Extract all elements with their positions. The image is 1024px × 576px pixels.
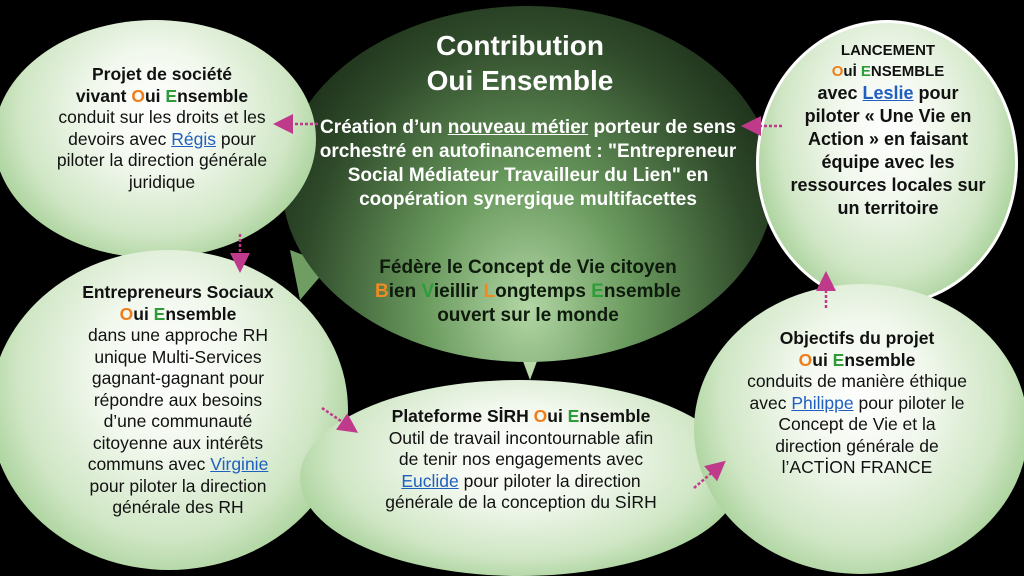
link-regis[interactable]: Régis [171,128,216,149]
bottom-left-bubble [0,250,348,570]
bottom-right-body-pre: conduits de manière éthique avec [747,371,967,413]
top-right-text: LANCEMENT Ouİ ENSEMBLE avec Leslie pour … [790,40,986,220]
bottom-right-title: Objectifs du projet [779,328,935,348]
top-left-text: Projet de société vivant Oui Ensemble co… [52,64,272,193]
concept-letter-v: V [421,281,434,302]
top-left-title: Projet de société [91,64,233,84]
bottom-right-text: Objectifs du projet Oui Ensemble conduit… [746,328,968,479]
top-left-body-pre: conduit sur les droits et les devoirs av… [58,107,266,149]
concept-letter-b: B [375,281,389,302]
brand-nsemble: nsemble [844,349,916,370]
concept-letter-e: E [591,281,604,302]
bottom-left-title: Entrepreneurs Sociaux [82,282,274,302]
top-right-avec: avec [817,83,863,103]
brand-letter-e: E [567,406,580,426]
bottom-left-body-post: pour piloter la direction générale des R… [89,475,267,518]
brand-letter-o: O [533,406,548,426]
bottom-left-text: Entrepreneurs Sociaux Oui Ensemble dans … [56,282,300,519]
brand-nsemble: nsemble [177,85,249,106]
brand-letter-e: E [860,63,871,80]
top-right-bubble [756,20,1018,306]
bottom-center-body: Outil de travail incontournable afin de … [362,428,680,514]
concept-letter-l: L [483,281,496,302]
top-right-body-post: pour piloter « Une Vie en Action » en fa… [790,83,986,218]
center-title-line2: Oui Ensemble [426,65,614,96]
bottom-left-body-pre: dans une approche RH unique Multi-Servic… [87,325,268,474]
bottom-center-body-post: pour piloter la direction générale de la… [385,470,657,513]
brand-letter-o: O [131,85,145,106]
bottom-left-body: dans une approche RH unique Multi-Servic… [56,325,300,519]
brand-letter-e: E [153,303,166,324]
link-virginie[interactable]: Virginie [210,454,269,474]
top-right-brand: Ouİ ENSEMBLE [790,61,986,82]
center-description: Création d’un nouveau métier porteur de … [308,116,748,212]
concept-word-ongtemps: ongtemps [495,281,592,302]
center-title-line1: Contribution [436,30,604,61]
brand-ui: uİ [843,63,861,80]
center-text-underlined: nouveau métier [447,117,589,138]
top-left-body: conduit sur les droits et les devoirs av… [52,107,272,193]
concept-word-ieillir: ieillir [433,281,484,302]
link-philippe[interactable]: Philippe [791,392,854,413]
bottom-center-text: Plateforme SİRH Oui Ensemble Outil de tr… [362,406,680,514]
brand-ui: ui [133,303,154,324]
arrow-bottom-center-to-bottom-right [693,460,726,489]
bottom-right-brand: Oui Ensemble [746,350,968,372]
bottom-right-bubble [694,284,1024,574]
bottom-right-body: conduits de manière éthique avec Philipp… [746,371,968,479]
concept-word-nsemble: nsemble [603,281,681,302]
top-left-title-brand: vivant Oui Ensemble [52,86,272,108]
brand-letter-o: O [119,303,134,324]
brand-nsemble: NSEMBLE [870,63,945,80]
brand-ui: ui [812,349,833,370]
brand-letter-o: O [798,349,813,370]
brand-ui: ui [547,406,568,426]
center-text-pre: Création d’un [320,117,448,138]
top-left-bubble [0,20,316,258]
brand-letter-e: E [832,349,845,370]
bottom-center-title: Plateforme SİRH Oui Ensemble [362,406,680,428]
top-left-vivant: vivant [75,85,132,106]
bottom-center-body-pre: Outil de travail incontournable afin de … [388,427,654,470]
center-concept-line3: ouvert sur le monde [437,305,619,326]
center-concept: Fédère le Concept de Vie citoyen Bien Vi… [318,256,738,328]
bottom-left-brand: Oui Ensemble [56,304,300,326]
bottom-center-title-pre: Plateforme SİRH [391,406,534,426]
link-leslie[interactable]: Leslie [862,83,914,103]
brand-nsemble: nsemble [579,406,651,426]
bottom-right-body-post: pour piloter le Concept de Vie et la dir… [775,392,965,478]
top-left-body-post: pour piloter la direction générale jurid… [56,128,268,192]
top-right-body: avec Leslie pour piloter « Une Vie en Ac… [790,82,986,220]
bottom-center-bubble [300,380,740,576]
arrow-bottom-left-to-bottom-center [321,406,359,433]
brand-nsemble: nsemble [165,303,237,324]
top-right-title: LANCEMENT [840,42,936,59]
center-bubble [282,6,774,362]
brand-letter-o: O [831,63,844,80]
link-euclide[interactable]: Euclide [401,470,459,491]
center-concept-line1: Fédère le Concept de Vie citoyen [379,257,677,278]
center-title: Contribution Oui Ensemble [360,28,680,98]
concept-word-ien: ien [388,281,422,302]
center-text-post: porteur de sens orchestré en autofinance… [319,117,737,210]
brand-ui: ui [144,85,166,106]
brand-letter-e: E [165,85,178,106]
center-concept-line2: Bien Vieillir Longtemps Ensemble [318,280,738,304]
